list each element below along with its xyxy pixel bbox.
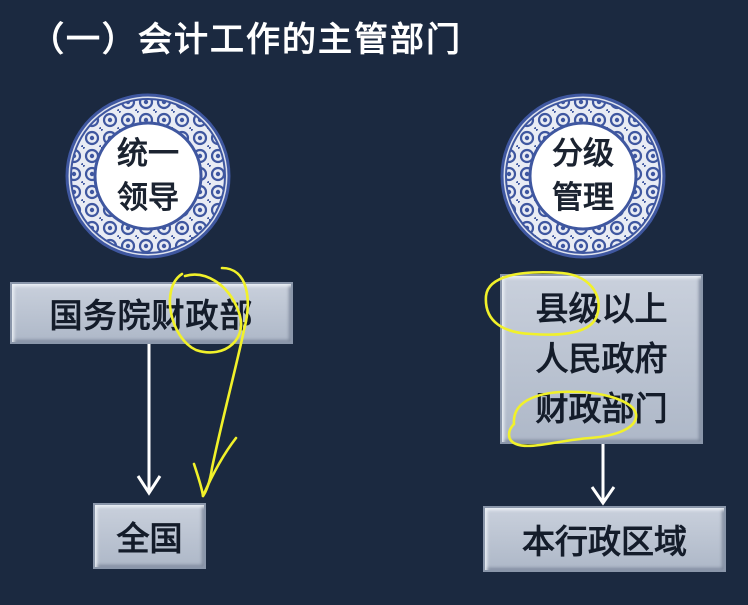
box-nationwide: 全国 (93, 503, 206, 569)
box-state-council-finance: 国务院财政部 (10, 282, 293, 344)
arrow-head-stroke (192, 436, 238, 498)
medal-unified-leadership: 统一 领导 (65, 93, 231, 259)
box-county-government-finance: 县级以上 人民政府 财政部门 (500, 274, 703, 444)
medal-text-line-2: 领导 (117, 180, 179, 216)
ornament-ring-icon (65, 93, 231, 259)
circle-stroke (484, 271, 600, 336)
hook-stroke (201, 266, 249, 498)
arrow-down-icon (136, 344, 162, 496)
handwritten-annotation (168, 266, 638, 498)
box-line-1: 县级以上 (535, 289, 668, 328)
box-line-2: 人民政府 (535, 339, 668, 378)
circle-stroke (507, 390, 638, 448)
circle-stroke (168, 272, 243, 354)
arrow-down-icon (590, 444, 616, 506)
box-administrative-region: 本行政区域 (483, 506, 726, 572)
ornament-ring-icon (500, 93, 666, 259)
medal-text-line-1: 统一 (117, 136, 179, 172)
medal-text-line-2: 管理 (552, 180, 614, 216)
medal-tiered-management: 分级 管理 (500, 93, 666, 259)
medal-text-line-1: 分级 (552, 136, 614, 172)
page-title: （一）会计工作的主管部门 (30, 20, 462, 60)
